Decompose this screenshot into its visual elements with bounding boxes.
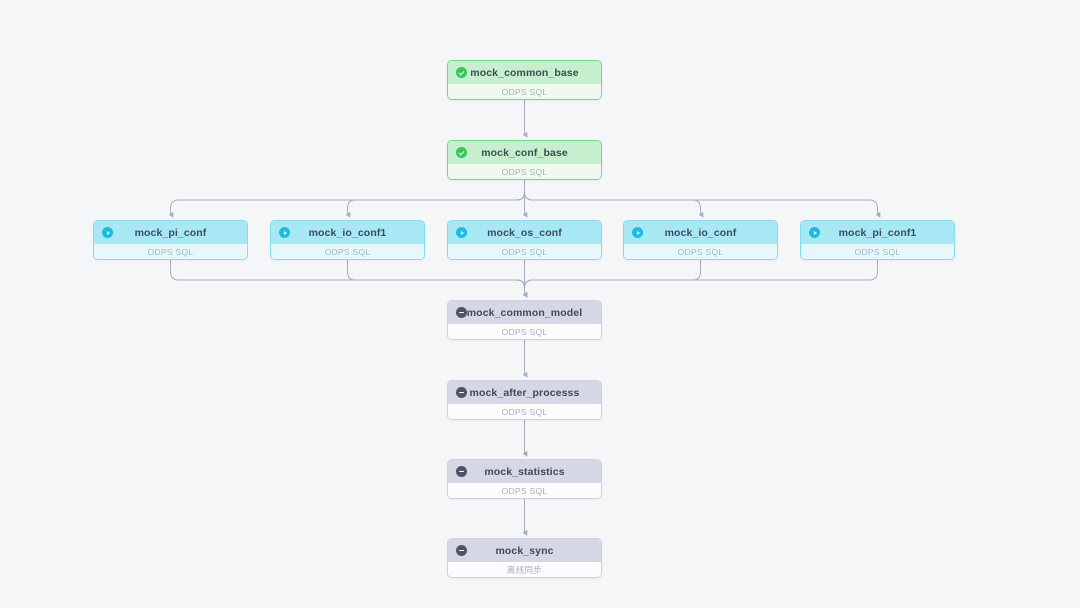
edge-mock_conf_base-to-mock_pi_conf1 [524,178,881,218]
check-circle-icon [456,67,467,78]
edge-mock_pi_conf1-to-mock_common_model [522,258,878,298]
play-circle-icon [102,227,113,238]
minus-circle-icon [456,307,467,318]
node-subtitle: ODPS SQL [271,244,424,259]
node-subtitle: ODPS SQL [94,244,247,259]
node-header: mock_after_processs [448,381,601,404]
node-title: mock_after_processs [469,386,580,399]
node-header: mock_sync [448,539,601,562]
minus-circle-icon [456,387,467,398]
edge-mock_conf_base-to-mock_pi_conf [168,178,525,218]
node-title: mock_common_model [466,306,583,319]
node-title: mock_io_conf1 [308,226,387,239]
node-header: mock_os_conf [448,221,601,244]
node-subtitle: ODPS SQL [801,244,954,259]
node-subtitle: ODPS SQL [448,483,601,498]
node-title: mock_sync [495,544,554,557]
minus-circle-icon [456,466,467,477]
node-header: mock_io_conf [624,221,777,244]
node-subtitle: ODPS SQL [448,244,601,259]
node-header: mock_statistics [448,460,601,483]
node-header: mock_common_model [448,301,601,324]
node-subtitle: ODPS SQL [448,404,601,419]
node-title: mock_pi_conf1 [838,226,917,239]
check-circle-icon [456,147,467,158]
edge-mock_io_conf-to-mock_common_model [522,258,701,298]
edge-mock_io_conf1-to-mock_common_model [347,258,528,298]
node-subtitle: ODPS SQL [448,84,601,99]
node-title: mock_conf_base [481,146,568,159]
node-header: mock_pi_conf1 [801,221,954,244]
play-circle-icon [632,227,643,238]
edge-mock_conf_base-to-mock_io_conf1 [345,178,525,218]
workflow-node-mock_sync[interactable]: mock_sync 离线同步 [447,538,602,578]
node-title: mock_os_conf [487,226,562,239]
node-subtitle: 离线同步 [448,562,601,577]
node-title: mock_statistics [484,465,565,478]
edge-mock_pi_conf-to-mock_common_model [170,258,528,298]
node-subtitle: ODPS SQL [624,244,777,259]
node-title: mock_io_conf [664,226,737,239]
node-subtitle: ODPS SQL [448,324,601,339]
minus-circle-icon [456,545,467,556]
node-header: mock_pi_conf [94,221,247,244]
node-header: mock_io_conf1 [271,221,424,244]
play-circle-icon [456,227,467,238]
play-circle-icon [279,227,290,238]
node-subtitle: ODPS SQL [448,164,601,179]
play-circle-icon [809,227,820,238]
node-header: mock_common_base [448,61,601,84]
node-title: mock_common_base [470,66,579,79]
node-title: mock_pi_conf [134,226,207,239]
edge-mock_conf_base-to-mock_io_conf [524,178,704,218]
node-header: mock_conf_base [448,141,601,164]
